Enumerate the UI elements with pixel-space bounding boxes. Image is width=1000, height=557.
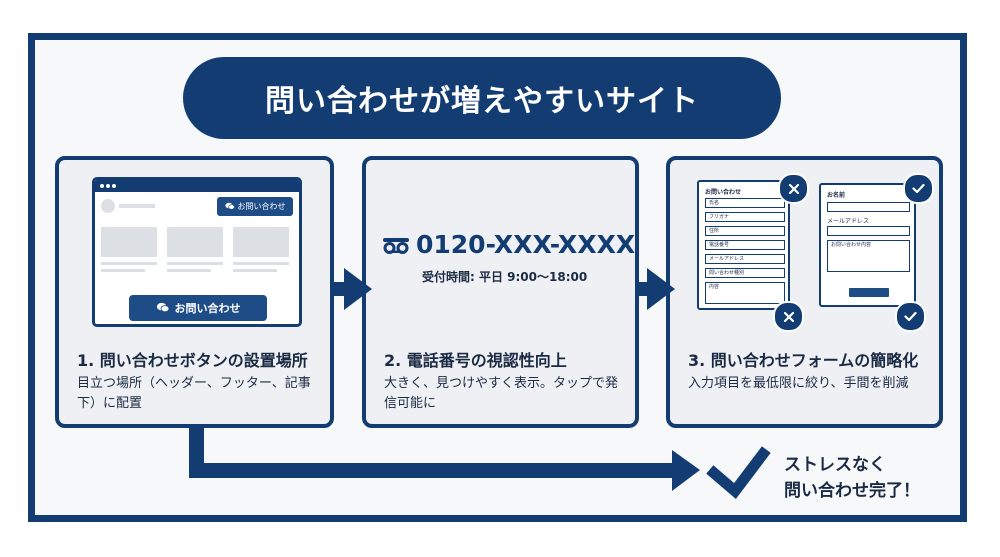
content-placeholder xyxy=(167,227,223,257)
window-dot xyxy=(106,184,110,188)
long-form: お問い合わせ 氏名 フリガナ 住所 電話番号 メールアドレス 問い合わせ種別 内… xyxy=(697,180,790,310)
text-placeholder xyxy=(233,262,289,265)
step-card-2: 0120-XXX-XXXX 受付時間: 平日 9:00〜18:00 2. 電話番… xyxy=(362,156,639,428)
name-field xyxy=(827,202,910,212)
check-icon xyxy=(706,446,771,499)
chat-icon xyxy=(156,302,169,313)
form-field: フリガナ xyxy=(705,212,785,222)
step-description: 大きく、見つけやすく表示。タップで発信可能に xyxy=(384,376,619,411)
header-contact-button[interactable]: お問い合わせ xyxy=(217,197,293,216)
message-field: お問い合わせ内容 xyxy=(827,240,910,272)
email-label: メールアドレス xyxy=(827,218,870,225)
step-title: 1. 問い合わせボタンの設置場所 xyxy=(77,351,308,370)
window-dot xyxy=(100,184,104,188)
form-field: 内容 xyxy=(705,282,785,304)
result-arrow xyxy=(189,428,700,491)
content-placeholder xyxy=(101,227,157,257)
step-card-1: お問い合わせ お問い合わせ 1. 問い合わせボタンの設置場所 目立つ場所（ヘッダ… xyxy=(55,156,334,428)
result-line-2: 問い合わせ完了！ xyxy=(784,481,920,501)
step-card-3: お問い合わせ 氏名 フリガナ 住所 電話番号 メールアドレス 問い合わせ種別 内… xyxy=(666,156,943,428)
step-title: 3. 問い合わせフォームの簡略化 xyxy=(688,351,919,370)
avatar-placeholder xyxy=(101,199,115,213)
text-placeholder xyxy=(119,204,155,208)
short-form: お名前 メールアドレス お問い合わせ内容 xyxy=(819,183,916,307)
chat-icon xyxy=(224,202,235,210)
step-title: 2. 電話番号の視認性向上 xyxy=(384,351,567,370)
arrow-right-icon xyxy=(639,268,675,310)
text-placeholder xyxy=(167,262,223,265)
diagram-title: 問い合わせが増えやすいサイト xyxy=(183,57,781,139)
step-description: 目立つ場所（ヘッダー、フッター、記事下）に配置 xyxy=(77,376,311,411)
text-placeholder xyxy=(101,262,157,265)
submit-button[interactable] xyxy=(849,288,889,297)
short-form-title: お名前 xyxy=(827,192,846,199)
form-field: 電話番号 xyxy=(705,240,785,250)
check-icon xyxy=(903,173,934,204)
close-icon xyxy=(773,301,804,332)
header-contact-label: お問い合わせ xyxy=(237,202,286,211)
text-placeholder xyxy=(101,269,145,272)
business-hours: 受付時間: 平日 9:00〜18:00 xyxy=(422,270,588,284)
main-contact-label: お問い合わせ xyxy=(174,302,241,315)
freedial-icon xyxy=(383,237,409,254)
content-placeholder xyxy=(233,227,289,257)
long-form-title: お問い合わせ xyxy=(705,189,742,196)
text-placeholder xyxy=(167,269,211,272)
close-icon xyxy=(778,173,809,204)
arrow-right-icon xyxy=(334,268,372,310)
phone-number[interactable]: 0120-XXX-XXXX xyxy=(416,230,636,259)
text-placeholder xyxy=(233,269,277,272)
form-field: 問い合わせ種別 xyxy=(705,268,785,278)
step-description: 入力項目を最低限に絞り、手間を削減 xyxy=(688,376,909,391)
result-line-1: ストレスなく xyxy=(784,455,886,475)
form-field: 住所 xyxy=(705,226,785,236)
form-field: 氏名 xyxy=(705,198,785,208)
form-field: メールアドレス xyxy=(705,254,785,264)
browser-mockup: お問い合わせ お問い合わせ xyxy=(92,177,302,327)
check-icon xyxy=(895,301,926,332)
phone-display: 0120-XXX-XXXX xyxy=(382,230,635,259)
email-field xyxy=(827,226,910,236)
window-dot xyxy=(112,184,116,188)
browser-titlebar xyxy=(95,180,299,192)
result-message: ストレスなく 問い合わせ完了！ xyxy=(784,452,920,504)
main-contact-button[interactable]: お問い合わせ xyxy=(129,295,267,321)
